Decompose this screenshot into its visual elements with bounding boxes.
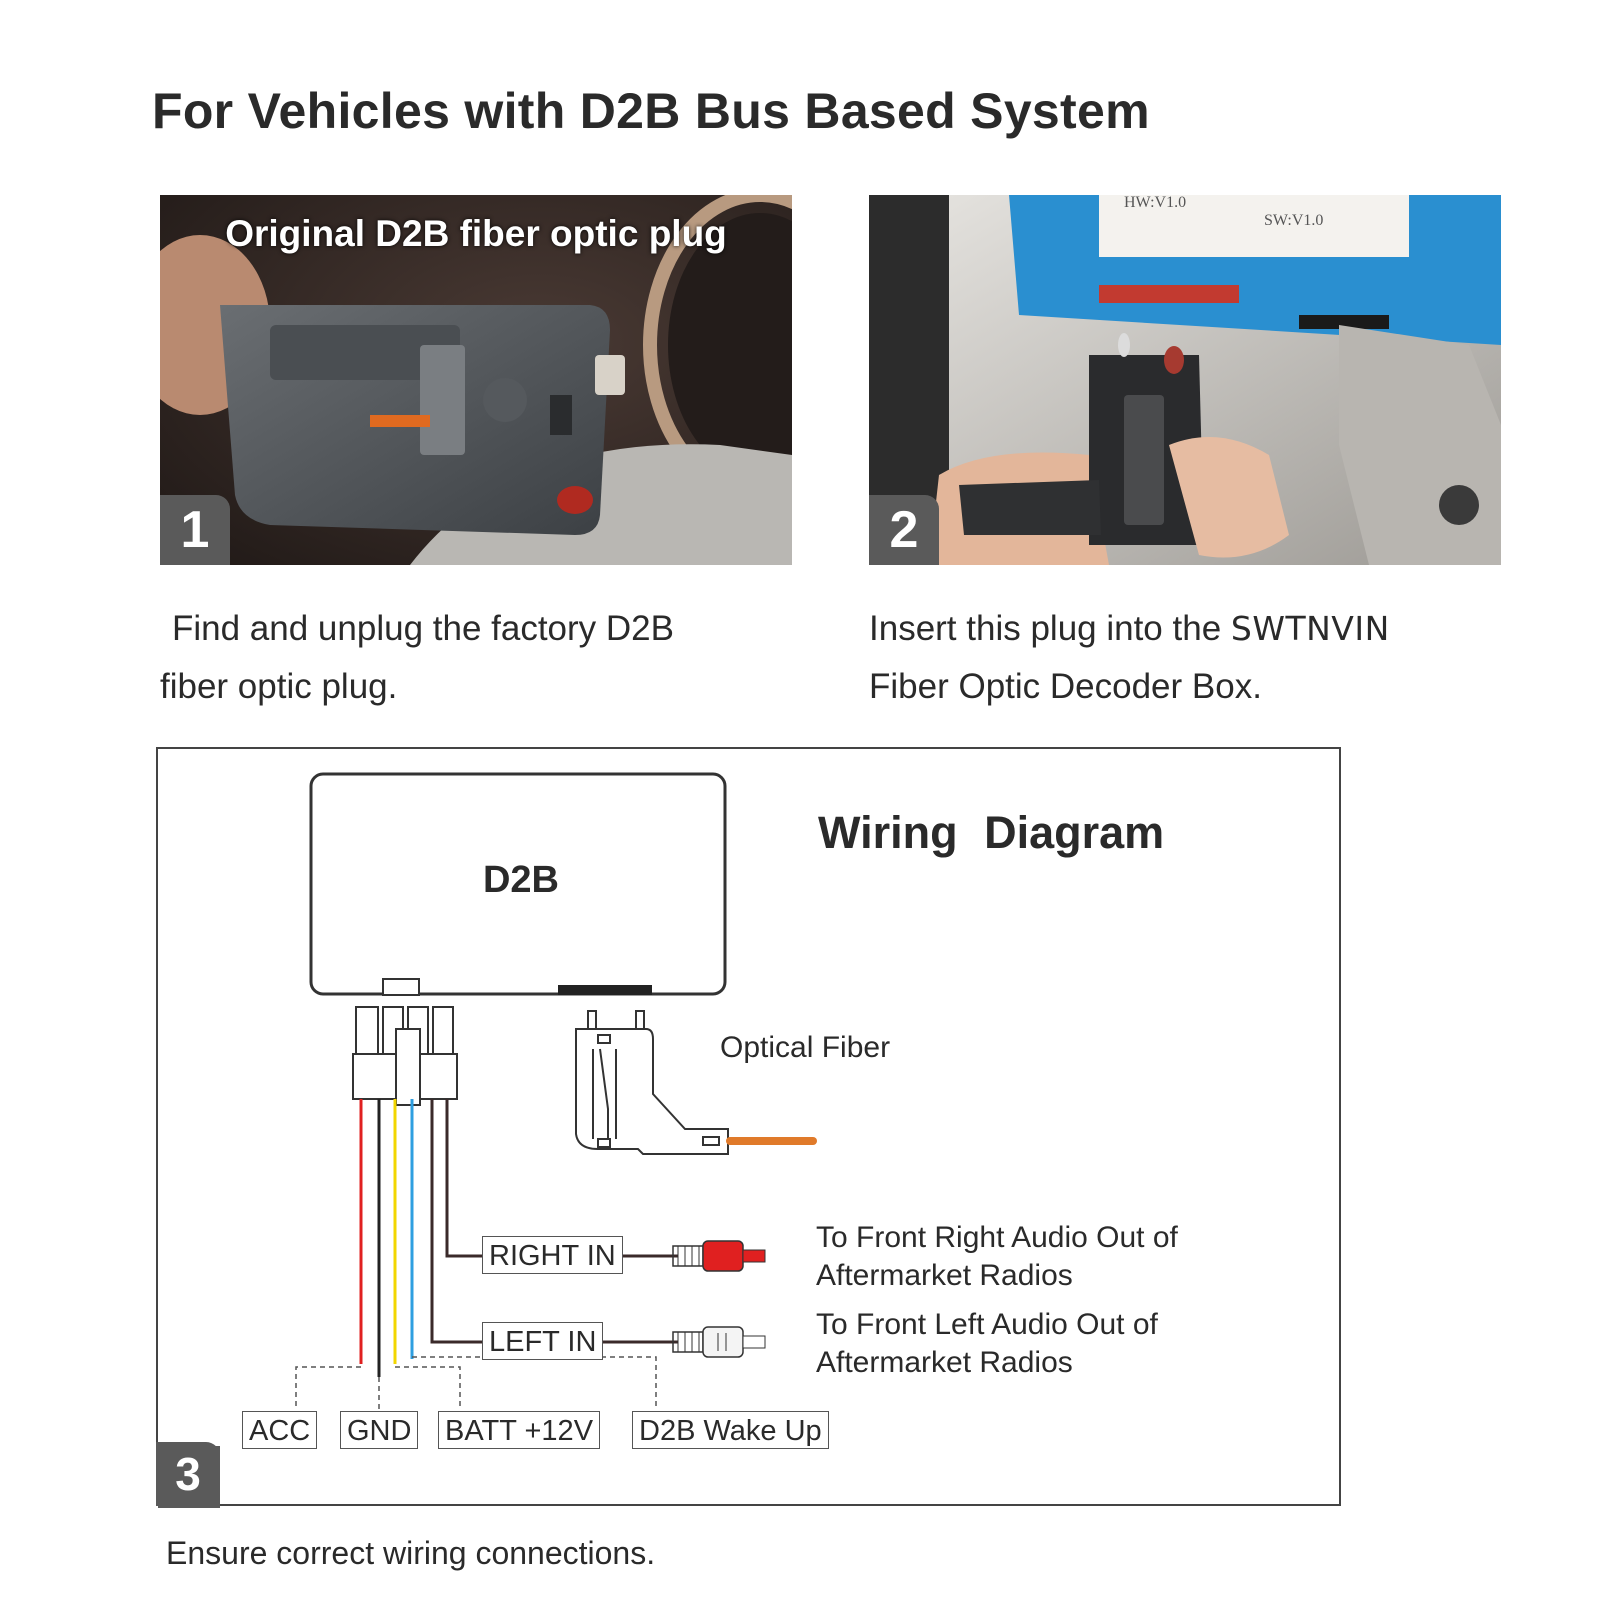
d2b-module-label: D2B [482,859,560,901]
right-audio-description-line-2: Aftermarket Radios [816,1259,1073,1292]
step-3-badge: 3 [156,1442,220,1506]
d2b-plug-photo [160,195,792,565]
step-2-photo: HW:V1.0 SW:V1.0 2 [869,195,1501,565]
step-1-caption-line-1: Find and unplug the factory D2B [172,609,674,648]
page-title: For Vehicles with D2B Bus Based System [152,83,1150,139]
hw-version-label: HW:V1.0 [1124,195,1186,211]
terminal-gnd: GND [340,1411,419,1449]
optical-fiber-label: Optical Fiber [720,1031,891,1064]
footer-note: Ensure correct wiring connections. [166,1535,656,1571]
wiring-diagram: 3 D2B Wiring Diagram Optical Fiber RIGHT… [156,747,1341,1508]
step-1-caption-line-2: fiber optic plug. [160,667,398,706]
wiring-diagram-drawing [158,772,817,1508]
photo-overlay-caption: Original D2B fiber optic plug [225,213,727,254]
rca-left-plug [672,1326,766,1358]
right-audio-description: To Front Right Audio Out of Aftermarket … [816,1219,1178,1295]
step-2-caption: Insert this plug into the SWTNVIN Fiber … [869,600,1569,716]
terminal-acc: ACC [242,1411,318,1449]
left-audio-description-line-1: To Front Left Audio Out of [816,1308,1158,1341]
d2b-module-box [309,772,727,996]
brand-name: SWTNVIN [1230,609,1390,648]
left-audio-description-line-2: Aftermarket Radios [816,1346,1073,1379]
terminal-d2b-wake-up: D2B Wake Up [632,1411,829,1449]
right-audio-description-line-1: To Front Right Audio Out of [816,1221,1178,1254]
wiring-diagram-title: Wiring Diagram [818,807,1165,858]
rca-right-plug [672,1240,766,1272]
optical-fiber-plug [575,1010,729,1155]
step-2-caption-line-1: Insert this plug into the [869,609,1222,648]
power-connector [352,1006,458,1106]
step-1-photo: Original D2B fiber optic plug 1 [160,195,792,565]
step-1-badge: 1 [160,495,230,565]
sw-version-label: SW:V1.0 [1264,212,1323,229]
terminal-batt: BATT +12V [438,1411,601,1449]
step-2-caption-line-2: Fiber Optic Decoder Box. [869,667,1262,706]
decoder-box-photo: HW:V1.0 SW:V1.0 [869,195,1501,565]
right-in-label: RIGHT IN [482,1236,623,1274]
left-audio-description: To Front Left Audio Out of Aftermarket R… [816,1306,1158,1382]
left-in-label: LEFT IN [482,1322,604,1360]
step-2-badge: 2 [869,495,939,565]
step-1-caption: Find and unplug the factory D2B fiber op… [160,600,800,716]
